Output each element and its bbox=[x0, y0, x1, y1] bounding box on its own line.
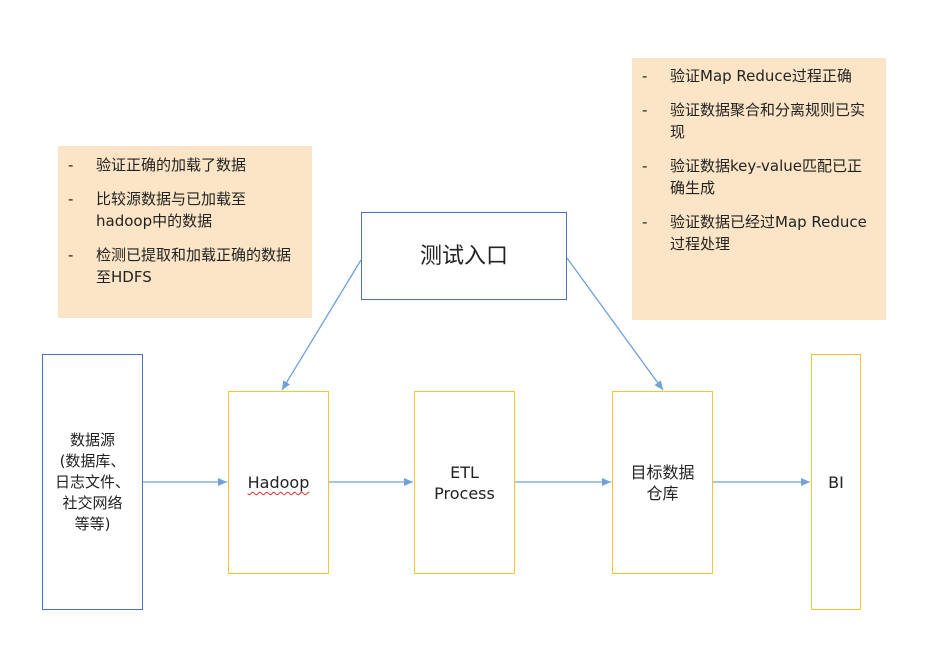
bi-label: BI bbox=[828, 472, 844, 492]
left-note-item-text: 检测已提取和加载正确的数据至HDFS bbox=[96, 246, 292, 286]
bullet-dash: - bbox=[68, 246, 74, 264]
test-entry-box: 测试入口 bbox=[361, 212, 567, 300]
bullet-dash: - bbox=[68, 190, 74, 208]
right-note-item: - 验证数据key-value匹配已正确生成 bbox=[632, 155, 876, 199]
warehouse-box: 目标数据 仓库 bbox=[612, 391, 713, 574]
right-note-item-text: 验证数据已经过Map Reduce过程处理 bbox=[670, 213, 867, 253]
right-note-item-text: 验证数据聚合和分离规则已实现 bbox=[670, 101, 866, 141]
bullet-dash: - bbox=[642, 67, 648, 85]
right-note-item: - 验证数据已经过Map Reduce过程处理 bbox=[632, 211, 876, 255]
right-note: - 验证Map Reduce过程正确 - 验证数据聚合和分离规则已实现 - 验证… bbox=[632, 58, 886, 320]
hadoop-box: Hadoop bbox=[228, 391, 329, 574]
bullet-dash: - bbox=[642, 157, 648, 175]
warehouse-label: 目标数据 仓库 bbox=[630, 462, 695, 503]
etl-label: ETL Process bbox=[434, 462, 495, 503]
right-note-item-text: 验证Map Reduce过程正确 bbox=[670, 67, 852, 85]
right-note-item-text: 验证数据key-value匹配已正确生成 bbox=[670, 157, 862, 197]
left-note-item-text: 比较源数据与已加载至hadoop中的数据 bbox=[96, 190, 247, 230]
bullet-dash: - bbox=[642, 213, 648, 231]
left-note-item: - 比较源数据与已加载至hadoop中的数据 bbox=[58, 188, 302, 232]
data-source-box: 数据源 (数据库、 日志文件、 社交网络 等等) bbox=[42, 354, 143, 610]
left-note-item: - 检测已提取和加载正确的数据至HDFS bbox=[58, 244, 302, 288]
left-note: - 验证正确的加载了数据 - 比较源数据与已加载至hadoop中的数据 - 检测… bbox=[58, 146, 312, 318]
hadoop-label: Hadoop bbox=[247, 473, 310, 492]
data-source-label: 数据源 (数据库、 日志文件、 社交网络 等等) bbox=[54, 430, 130, 533]
right-note-item: - 验证Map Reduce过程正确 bbox=[632, 65, 876, 87]
bullet-dash: - bbox=[68, 156, 74, 174]
etl-box: ETL Process bbox=[414, 391, 515, 574]
arrow-entry-to-hadoop bbox=[281, 259, 362, 391]
test-entry-label: 测试入口 bbox=[419, 243, 508, 269]
left-note-item-text: 验证正确的加载了数据 bbox=[96, 156, 247, 174]
right-note-item: - 验证数据聚合和分离规则已实现 bbox=[632, 99, 876, 143]
bullet-dash: - bbox=[642, 101, 648, 119]
bi-box: BI bbox=[811, 354, 861, 610]
left-note-item: - 验证正确的加载了数据 bbox=[58, 154, 302, 176]
arrow-entry-to-warehouse bbox=[566, 257, 664, 391]
